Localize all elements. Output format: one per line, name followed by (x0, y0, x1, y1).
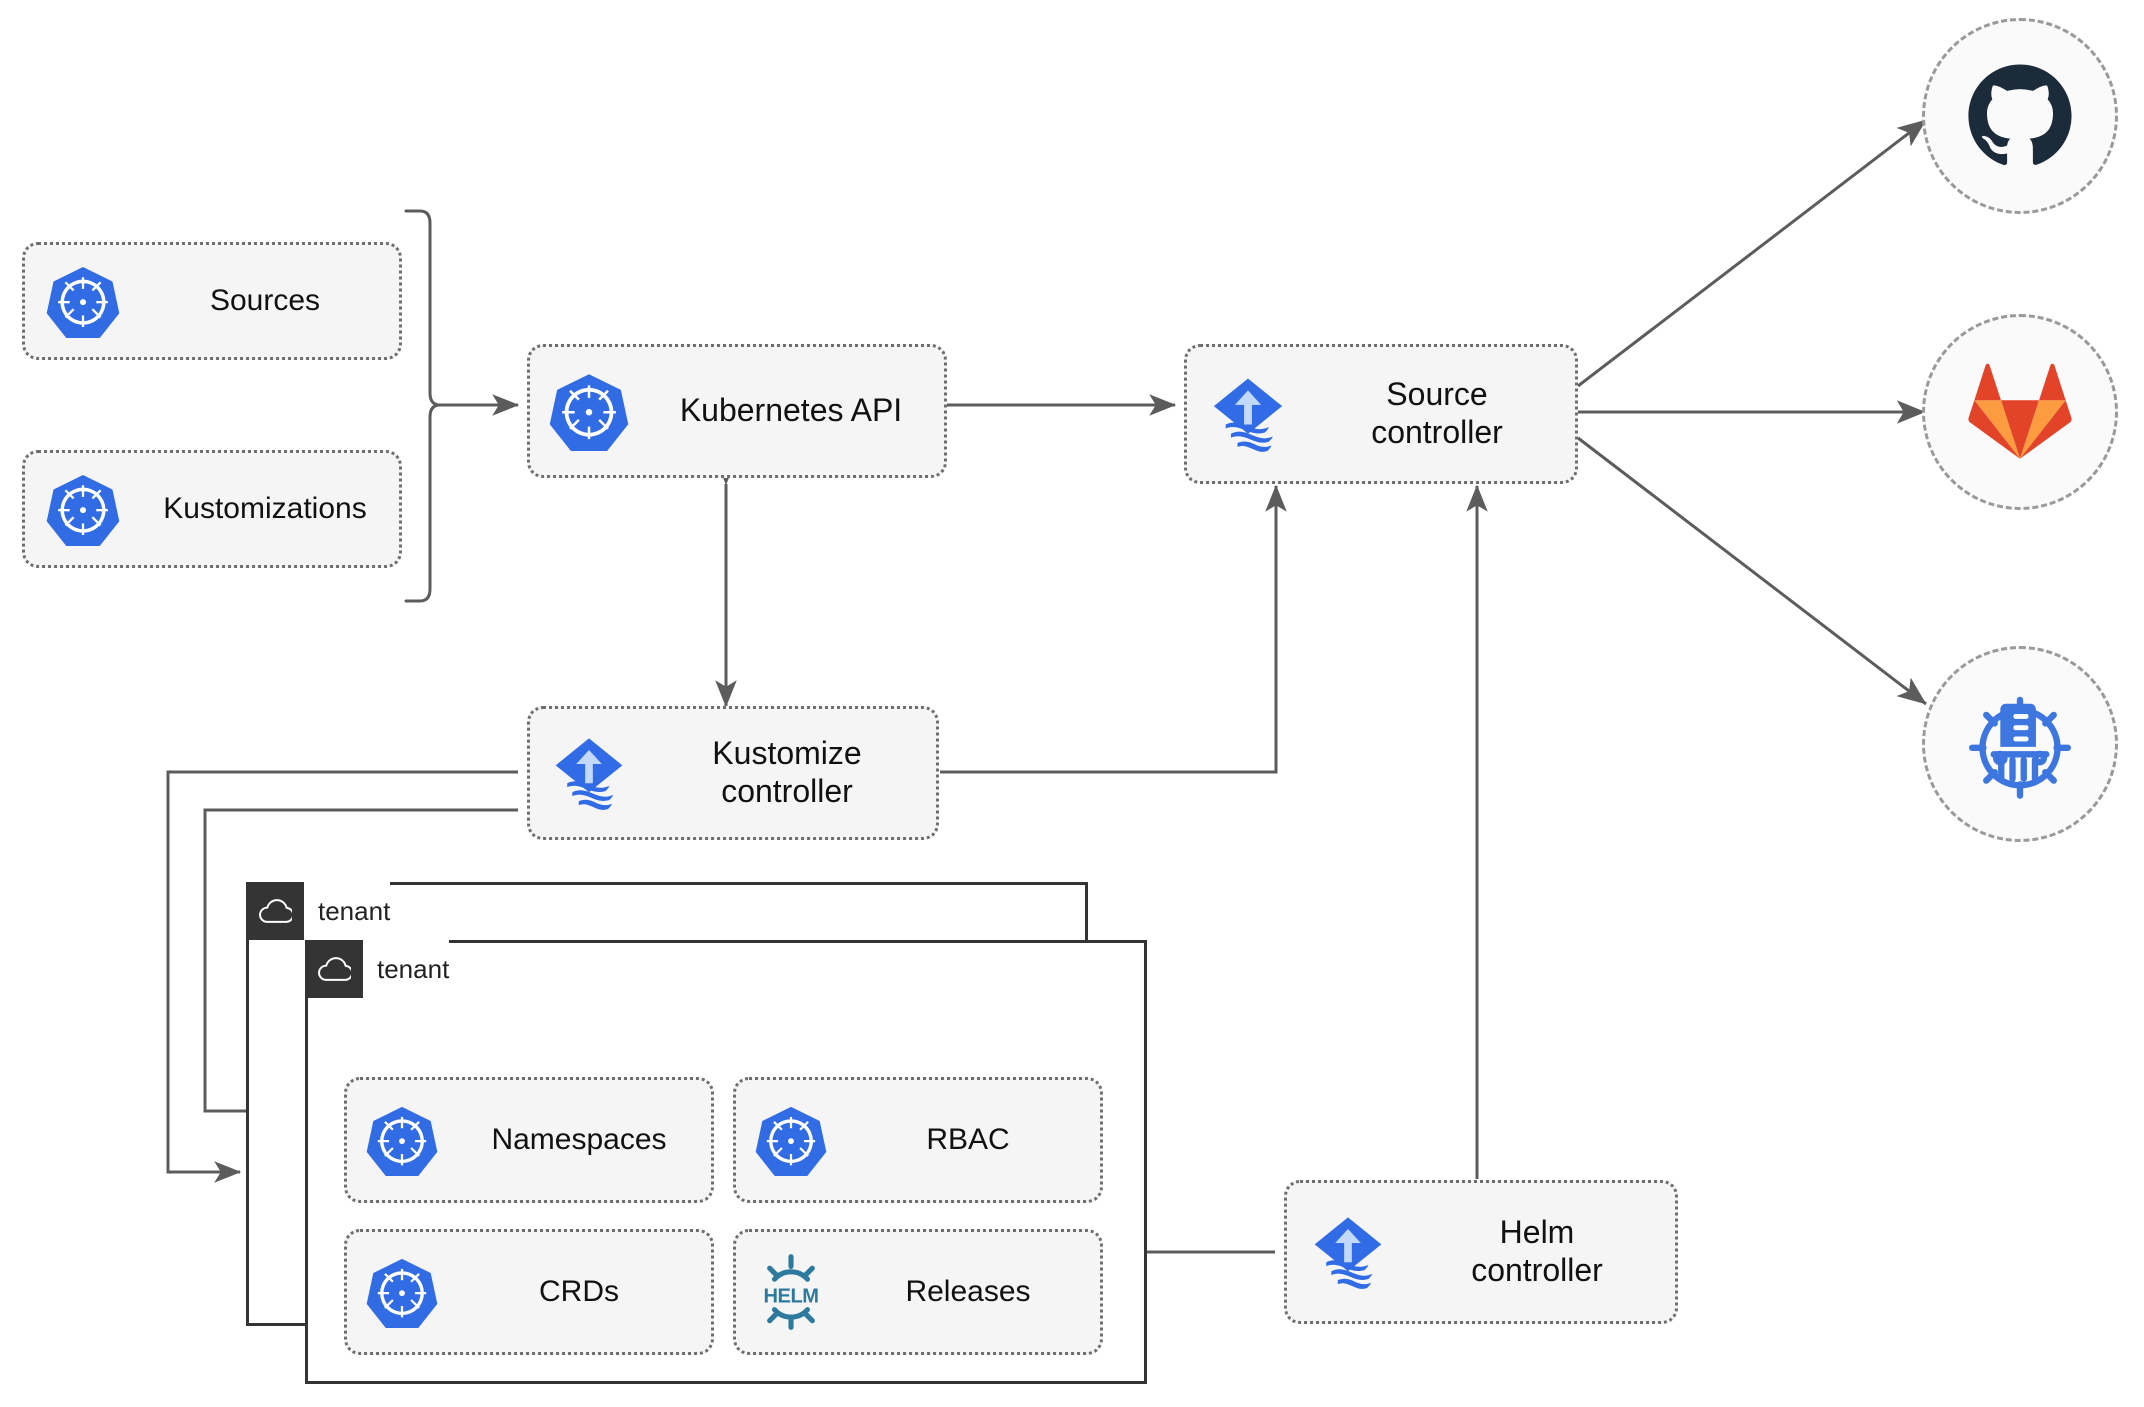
github-icon (1968, 64, 2072, 166)
card-kustomizations-label: Kustomizations (163, 492, 367, 526)
node-helm-controller-label: Helm controller (1471, 1214, 1603, 1288)
card-namespaces[interactable]: Namespaces (344, 1077, 714, 1203)
provider-gitlab[interactable] (1922, 314, 2118, 510)
provider-artifact-repo[interactable] (1922, 646, 2118, 842)
kubernetes-icon (530, 371, 648, 451)
node-source-controller-label: Source controller (1371, 376, 1503, 450)
card-rbac-label: RBAC (926, 1123, 1010, 1157)
svg-text:HELM: HELM (764, 1285, 819, 1307)
provider-github[interactable] (1922, 18, 2118, 214)
node-kubernetes-api-label: Kubernetes API (679, 392, 903, 429)
group-brace (404, 209, 441, 603)
flux-icon (1187, 372, 1309, 456)
helm-icon: HELM (736, 1253, 846, 1331)
kubernetes-icon (736, 1104, 846, 1176)
edge-source-to-artifact-repo (1577, 436, 1927, 706)
node-helm-controller[interactable]: Helm controller (1284, 1180, 1678, 1324)
card-sources-label: Sources (209, 284, 321, 318)
node-source-controller[interactable]: Source controller (1184, 344, 1578, 484)
edge-kustomize-to-source (940, 484, 1287, 774)
tenant-outer-label: tenant (304, 882, 391, 940)
card-releases-label: Releases (905, 1275, 1031, 1309)
node-kustomize-controller-label: Kustomize controller (712, 735, 862, 809)
flux-icon (1287, 1211, 1409, 1293)
kubernetes-icon (25, 264, 141, 338)
gitlab-icon (1968, 363, 2072, 459)
kubernetes-icon (25, 472, 141, 546)
tenant-outer-tab: tenant (246, 882, 391, 940)
cloud-icon (246, 882, 304, 940)
cloud-icon (305, 940, 363, 998)
card-namespaces-label: Namespaces (491, 1123, 667, 1157)
card-kustomizations[interactable]: Kustomizations (22, 450, 402, 568)
card-crds-label: CRDs (539, 1275, 619, 1309)
kubernetes-icon (347, 1104, 457, 1176)
artifact-hub-icon (1969, 696, 2071, 799)
card-releases[interactable]: HELM Releases (733, 1229, 1103, 1355)
tenant-inner-label: tenant (363, 940, 450, 998)
tenant-inner[interactable]: tenant Na (305, 940, 1147, 1384)
flux-icon (530, 732, 648, 814)
edge-source-to-github (1577, 118, 1927, 388)
card-sources[interactable]: Sources (22, 242, 402, 360)
card-crds[interactable]: CRDs (344, 1229, 714, 1355)
card-rbac[interactable]: RBAC (733, 1077, 1103, 1203)
node-kustomize-controller[interactable]: Kustomize controller (527, 706, 939, 840)
tenant-inner-tab: tenant (305, 940, 450, 998)
node-kubernetes-api[interactable]: Kubernetes API (527, 344, 947, 478)
kubernetes-icon (347, 1256, 457, 1328)
